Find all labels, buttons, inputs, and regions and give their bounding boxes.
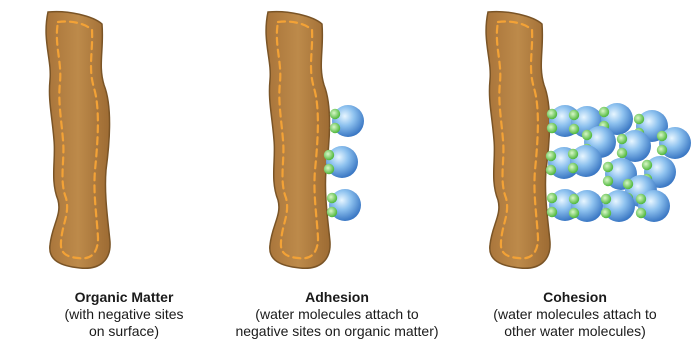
cohesion-organic-matter <box>486 12 550 269</box>
water-molecule <box>327 189 361 221</box>
caption-cohesion: Cohesion (water molecules attach to othe… <box>455 288 695 340</box>
water-molecule <box>568 145 602 177</box>
caption-line: negative sites on organic matter) <box>217 323 457 340</box>
water-molecule <box>601 190 635 222</box>
caption-line: (water molecules attach to <box>455 306 695 323</box>
cohesion-water-molecules <box>546 103 691 222</box>
caption-title: Cohesion <box>455 288 695 306</box>
caption-organic-matter: Organic Matter (with negative sites on s… <box>4 288 244 340</box>
water-molecule <box>636 190 670 222</box>
organic-matter-particle <box>46 12 110 269</box>
caption-adhesion: Adhesion (water molecules attach to nega… <box>217 288 457 340</box>
caption-line: (with negative sites <box>4 306 244 323</box>
caption-line: on surface) <box>4 323 244 340</box>
caption-line: (water molecules attach to <box>217 306 457 323</box>
water-molecule <box>657 127 691 159</box>
caption-line: other water molecules) <box>455 323 695 340</box>
water-molecule <box>330 105 364 137</box>
water-molecule <box>617 130 651 162</box>
adhesion-organic-matter <box>266 12 330 269</box>
caption-title: Organic Matter <box>4 288 244 306</box>
caption-title: Adhesion <box>217 288 457 306</box>
water-molecule <box>324 146 358 178</box>
water-molecule <box>569 190 603 222</box>
